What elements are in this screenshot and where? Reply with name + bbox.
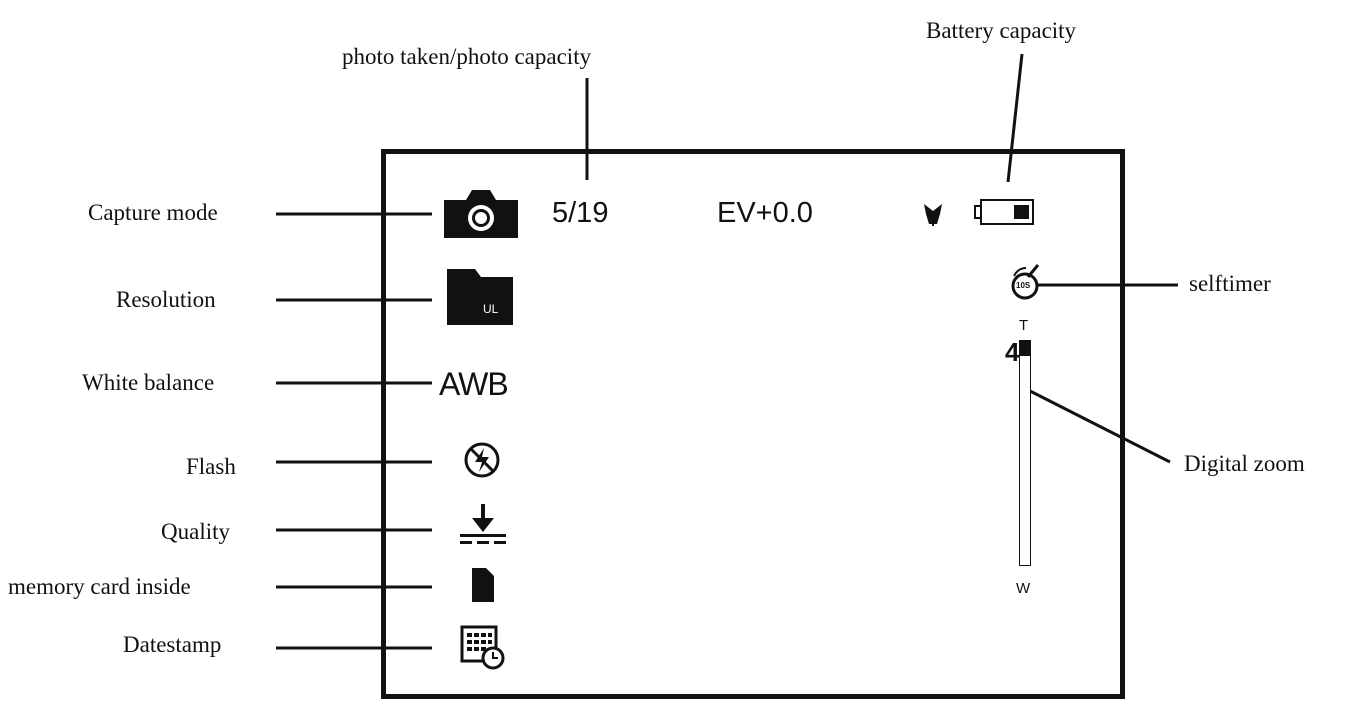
lcd-screen-frame: [381, 149, 1125, 699]
battery-capacity-label: Battery capacity: [926, 18, 1077, 43]
flash-off-icon: [464, 442, 500, 478]
capture-mode-label: Capture mode: [88, 200, 218, 225]
selftimer-label: selftimer: [1189, 271, 1271, 296]
selftimer-icon: 10S: [1008, 262, 1052, 306]
datestamp-label: Datestamp: [123, 632, 222, 657]
macro-flower-icon: [924, 204, 942, 226]
memory-card-label: memory card inside: [8, 574, 191, 599]
leader-line-digital-zoom: [1029, 389, 1171, 464]
battery-icon: [974, 199, 1034, 225]
camera-icon: [444, 190, 518, 238]
shot-count: 5/19: [552, 197, 609, 229]
resolution-card-icon: UL: [445, 267, 515, 327]
quality-label: Quality: [161, 519, 230, 544]
leader-line-battery: [1006, 53, 1024, 183]
zoom-tele-label: T: [1019, 317, 1029, 334]
zoom-level: 4: [1005, 337, 1020, 367]
selftimer-badge: 10S: [1016, 281, 1031, 290]
sd-card-icon: [472, 568, 494, 602]
zoom-bar-fill: [1019, 340, 1031, 356]
zoom-wide-label: W: [1016, 580, 1031, 597]
flash-label: Flash: [186, 454, 236, 479]
white-balance-value: AWB: [439, 366, 509, 402]
quality-arrow-icon: [460, 504, 506, 544]
zoom-bar-track: [1019, 340, 1031, 566]
white-balance-label: White balance: [82, 370, 215, 395]
photo-taken-label: photo taken/photo capacity: [342, 44, 592, 69]
resolution-label: Resolution: [116, 287, 216, 312]
calendar-clock-icon: [460, 625, 505, 670]
zoom-bar: [1019, 340, 1031, 566]
exposure-value: EV+0.0: [717, 197, 813, 229]
resolution-badge: UL: [483, 302, 499, 316]
digital-zoom-label: Digital zoom: [1184, 451, 1305, 476]
